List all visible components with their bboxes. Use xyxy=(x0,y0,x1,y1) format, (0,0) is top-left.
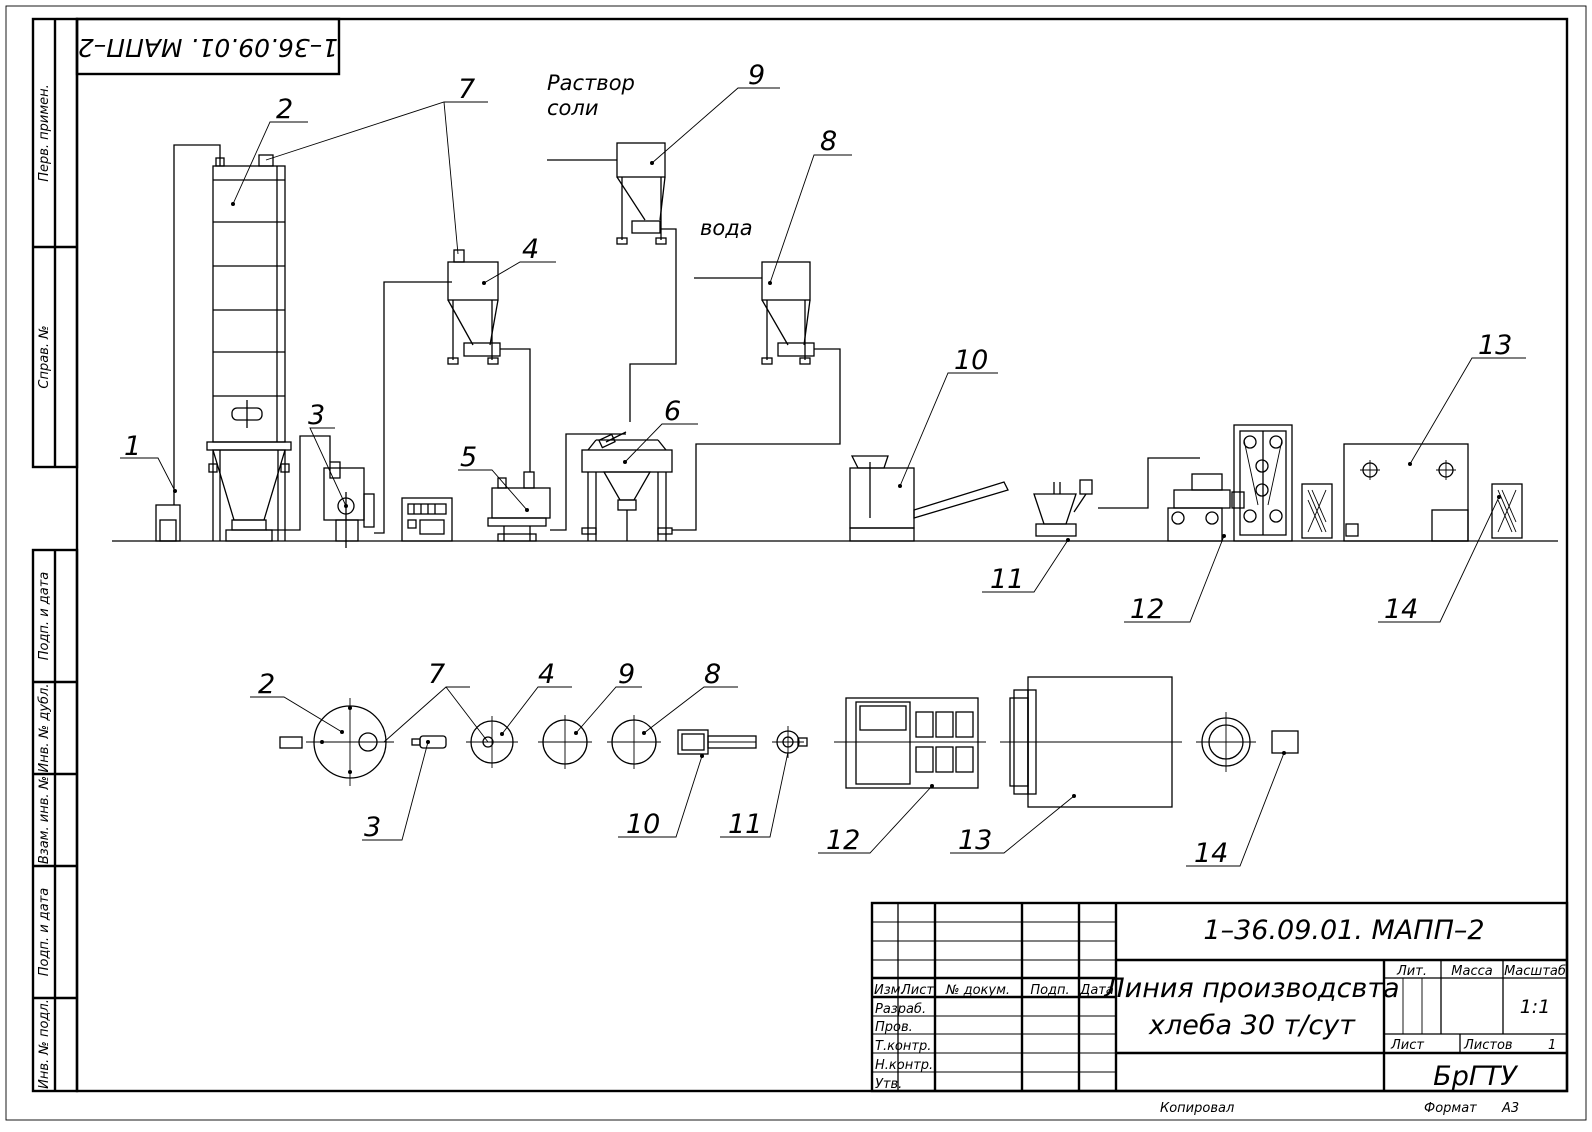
col-sign: Подп. xyxy=(1030,983,1069,998)
plan-cart-turntable xyxy=(1196,712,1256,772)
title-code: 1–36.09.01. МАПП–2 xyxy=(1203,915,1484,946)
equipment-14-cart xyxy=(1491,483,1523,539)
row-checked: Пров. xyxy=(875,1020,913,1035)
plan-water-doser xyxy=(607,715,661,769)
equipment-13-oven xyxy=(1343,443,1469,542)
plan-sifter xyxy=(411,735,447,749)
label-salt-solution-2: соли xyxy=(547,96,598,120)
hdr-scale: Масштаб xyxy=(1504,964,1566,979)
callout-8: 8 xyxy=(820,126,837,157)
stamp-ref-no: Справ. № xyxy=(37,325,52,388)
plan-view: 2 7 4 9 8 3 10 11 12 13 14 xyxy=(250,659,1299,869)
plan-callout-2: 2 xyxy=(258,669,275,700)
plan-callout-9: 9 xyxy=(618,659,635,690)
plan-proofer xyxy=(834,697,986,789)
sheets-total: 1 xyxy=(1548,1038,1556,1053)
label-salt-solution-1: Раствор xyxy=(547,71,635,95)
callout-2: 2 xyxy=(276,94,293,125)
stamp-sign-date-1: Подп. и дата xyxy=(37,572,52,661)
equipment-12-proofer xyxy=(1098,424,1333,542)
equipment-8-water-doser xyxy=(694,261,815,365)
outer-trim-border xyxy=(5,5,1587,1121)
callout-13: 13 xyxy=(1478,330,1512,361)
hdr-sheet: Лист xyxy=(1390,1038,1424,1053)
plan-silo xyxy=(306,698,394,786)
equipment-6-kneader xyxy=(581,348,841,541)
plan-rounder xyxy=(772,726,808,758)
plan-divider xyxy=(677,729,757,758)
callout-14: 14 xyxy=(1384,594,1418,625)
title-line-2: хлеба 30 т/сут xyxy=(1148,1010,1356,1041)
row-developed: Разраб. xyxy=(875,1002,926,1017)
plan-callout-12: 12 xyxy=(826,825,860,856)
plan-callout-3: 3 xyxy=(364,812,381,843)
callout-6: 6 xyxy=(664,396,681,427)
equipment-5-mixer xyxy=(487,433,626,542)
callout-4: 4 xyxy=(522,234,539,265)
callout-11: 11 xyxy=(990,564,1024,595)
equipment-1-receiver xyxy=(155,144,221,542)
row-ncontrol: Н.контр. xyxy=(875,1058,933,1073)
plan-salt-doser xyxy=(538,715,592,769)
stamp-first-use: Перв. примен. xyxy=(37,84,52,182)
col-change: Изм. xyxy=(874,983,905,998)
col-doc: № докум. xyxy=(945,983,1010,998)
equipment-11-rounder xyxy=(1033,479,1093,542)
plan-receiver xyxy=(279,736,303,749)
title-block: 1–36.09.01. МАПП–2 Линия производсвта хл… xyxy=(870,901,1569,1116)
plan-callout-13: 13 xyxy=(958,825,992,856)
plan-callout-8: 8 xyxy=(704,659,721,690)
plan-callout-11: 11 xyxy=(728,809,762,840)
stamp-dup-no: Инв. № дубл. xyxy=(37,684,52,773)
equipment-4-flour-doser xyxy=(447,249,531,472)
title-line-1: Линия производсвта xyxy=(1103,973,1399,1004)
row-tcontrol: Т.контр. xyxy=(875,1039,931,1054)
col-sheet: Лист xyxy=(900,983,934,998)
equipment-2-flour-silo xyxy=(206,154,331,542)
plan-callout-10: 10 xyxy=(626,809,660,840)
equipment-10-divider xyxy=(849,455,1009,542)
mirrored-code: 1–36.09.01. МАПП–2 xyxy=(78,33,338,62)
equipment-3-sifter xyxy=(323,281,452,548)
plan-callout-14: 14 xyxy=(1194,838,1228,869)
plan-callouts: 2 7 4 9 8 3 10 11 12 13 14 xyxy=(250,659,1285,869)
stamp-replace-no: Взам. инв. № xyxy=(37,776,52,864)
copied-label: Копировал xyxy=(1160,1101,1234,1116)
callout-5: 5 xyxy=(460,442,477,473)
row-approved: Утв. xyxy=(875,1077,902,1092)
plan-cart xyxy=(1271,730,1299,755)
callout-9: 9 xyxy=(748,60,765,91)
mirrored-code-box: 1–36.09.01. МАПП–2 xyxy=(75,17,341,76)
hdr-mass: Масса xyxy=(1451,964,1492,979)
equipment-9-salt-doser xyxy=(547,142,677,422)
control-unit xyxy=(401,497,453,542)
callout-3: 3 xyxy=(308,400,325,431)
plan-oven xyxy=(1000,676,1182,808)
format-value: А3 xyxy=(1501,1101,1519,1116)
elevation-callouts: 1 2 7 4 3 5 6 9 8 10 11 12 xyxy=(120,60,1526,625)
format-label: Формат xyxy=(1424,1101,1477,1116)
hdr-sheets: Листов xyxy=(1463,1038,1513,1053)
label-water: вода xyxy=(700,216,753,240)
left-side-stamp: Перв. примен. Справ. № Подп. и дата Инв.… xyxy=(31,17,79,1093)
elevation-view: Раствор соли вода 1 2 7 4 3 5 6 9 8 xyxy=(112,60,1558,625)
plan-callout-7: 7 xyxy=(428,659,445,690)
callout-12: 12 xyxy=(1130,594,1164,625)
callout-1: 1 xyxy=(124,431,141,462)
organization: БрГТУ xyxy=(1433,1061,1518,1092)
scale-value: 1:1 xyxy=(1520,996,1551,1018)
hdr-lit: Лит. xyxy=(1396,964,1427,979)
callout-7: 7 xyxy=(458,74,475,105)
callout-10: 10 xyxy=(954,345,988,376)
plan-callout-4: 4 xyxy=(538,659,555,690)
stamp-sign-date-2: Подп. и дата xyxy=(37,888,52,977)
col-date: Дата xyxy=(1079,983,1114,998)
stamp-orig-no: Инв. № подл. xyxy=(37,999,52,1089)
